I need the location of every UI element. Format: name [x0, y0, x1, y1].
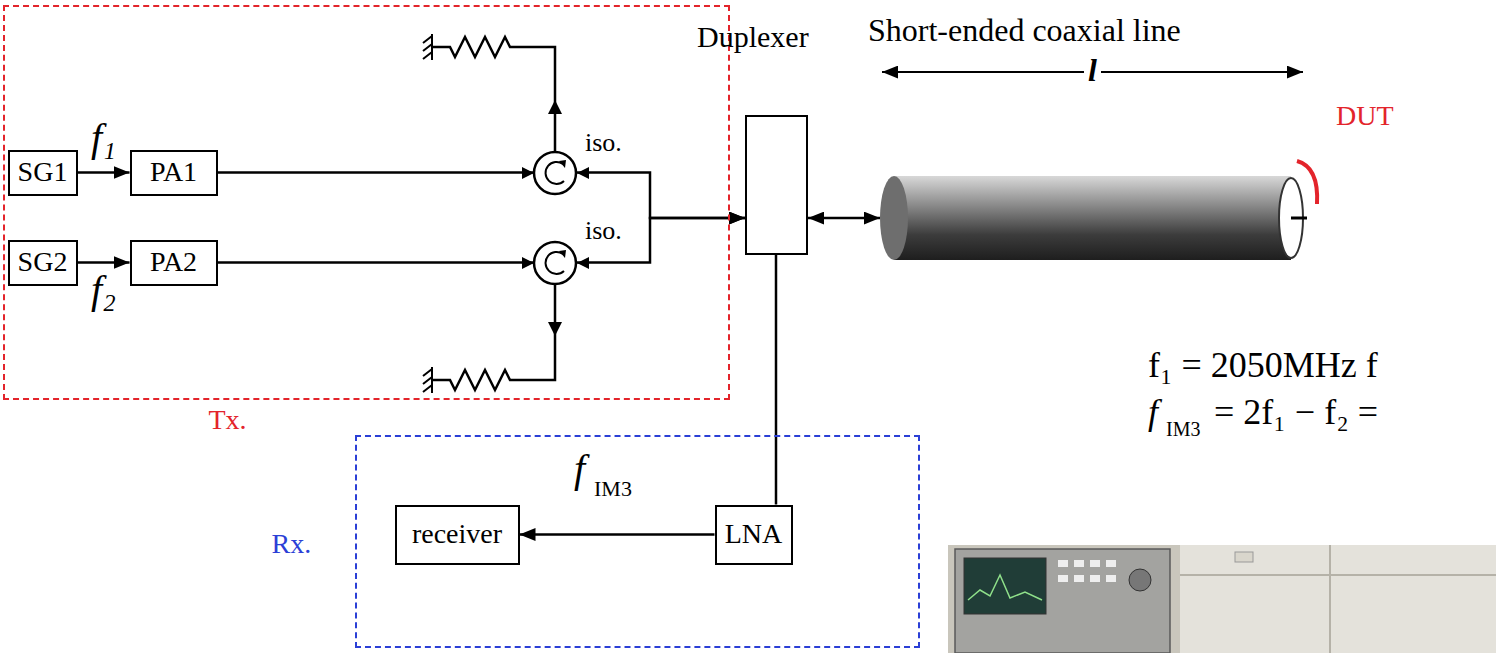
arrowhead — [577, 257, 589, 269]
box-label: SG1 — [18, 156, 68, 188]
box-label: PA1 — [150, 156, 197, 188]
key — [1106, 575, 1116, 582]
arrowhead — [548, 322, 562, 336]
short-mark — [1291, 217, 1307, 220]
key — [1106, 560, 1116, 567]
lab-photo — [948, 545, 1496, 653]
key — [1074, 560, 1084, 567]
receiver-box: receiver — [395, 505, 520, 565]
coax-cylinder — [880, 175, 1305, 261]
dut-label: DUT — [1336, 100, 1394, 132]
power-amplifier: PA2 — [130, 240, 218, 286]
arrowhead — [522, 167, 534, 179]
signal-symbol: f — [1148, 392, 1158, 433]
signal-subscript: IM3 — [594, 476, 632, 501]
analyzer-body — [955, 549, 1170, 653]
termination-wire — [527, 284, 555, 380]
isolator-bottom — [423, 242, 589, 393]
circulator-arrow — [546, 162, 564, 184]
arrowhead — [548, 100, 562, 114]
key — [1074, 575, 1084, 582]
frequency-label: f₁ — [91, 115, 116, 161]
frequency-equation: f₁ = 2050MHz f — [1148, 345, 1378, 386]
circulator-symbol — [534, 242, 576, 284]
analyzer-screen — [964, 558, 1046, 614]
key — [1058, 560, 1068, 567]
resistor-symbol — [432, 370, 527, 390]
signal-generator: SG1 — [8, 150, 78, 196]
key — [1058, 575, 1068, 582]
rack-line — [1329, 545, 1331, 653]
isolator-top — [423, 34, 589, 194]
frequency-equation: = 2f₁ − f₂ = — [1214, 392, 1378, 433]
box-label: receiver — [412, 518, 502, 550]
signal-subscript: IM3 — [1166, 418, 1200, 441]
key — [1090, 575, 1100, 582]
termination-wire — [527, 47, 555, 152]
rack-line — [1180, 574, 1496, 576]
coaxial-line: Short-ended coaxial line — [880, 175, 1305, 261]
rack-panel — [1180, 545, 1496, 653]
arrowhead — [522, 257, 534, 269]
box-label: LNA — [725, 518, 783, 550]
knob — [1129, 569, 1151, 591]
ground-symbol — [423, 34, 432, 60]
rx-region: receiverLNARx. — [355, 435, 920, 648]
lna-box: LNA — [715, 505, 793, 565]
heading-label: Tx. — [209, 404, 247, 436]
dut-mark — [1297, 161, 1317, 204]
signal-wire — [218, 173, 746, 219]
signal-wire — [775, 255, 778, 505]
signal-wire — [520, 533, 715, 536]
box-label: PA2 — [150, 246, 197, 278]
signal-wire — [808, 217, 880, 220]
key — [1090, 560, 1100, 567]
heading-label: Short-ended coaxial line — [868, 12, 1181, 49]
heading-label: Rx. — [272, 528, 312, 560]
frequency-label: f₂ — [91, 267, 116, 313]
signal-wire — [78, 171, 130, 174]
duplexer-box: Duplexer — [745, 115, 808, 255]
length-symbol: l — [1084, 52, 1101, 89]
signal-wire — [218, 218, 746, 263]
power-amplifier: PA1 — [130, 150, 218, 196]
screen-trace — [968, 575, 1042, 600]
circulator-arrow — [546, 252, 564, 274]
signal-wire — [78, 261, 130, 264]
box-label: SG2 — [18, 246, 68, 278]
resistor-symbol — [432, 37, 527, 57]
signal-symbol: f — [574, 446, 585, 492]
circulator-symbol — [534, 152, 576, 194]
coax-end — [880, 176, 908, 260]
heading-label: Duplexer — [697, 20, 809, 55]
arrowhead — [559, 250, 566, 258]
isolator-label: iso. — [585, 216, 622, 246]
coax-body — [894, 176, 1291, 260]
ground-symbol — [423, 367, 432, 393]
arrowhead — [559, 160, 566, 168]
arrowhead — [577, 167, 589, 179]
rack-tag — [1235, 552, 1253, 562]
photo-ground — [948, 545, 1496, 653]
signal-generator: SG2 — [8, 240, 78, 286]
isolator-label: iso. — [585, 128, 622, 158]
tx-region: SG1PA1SG2PA2Tx. — [3, 5, 730, 400]
